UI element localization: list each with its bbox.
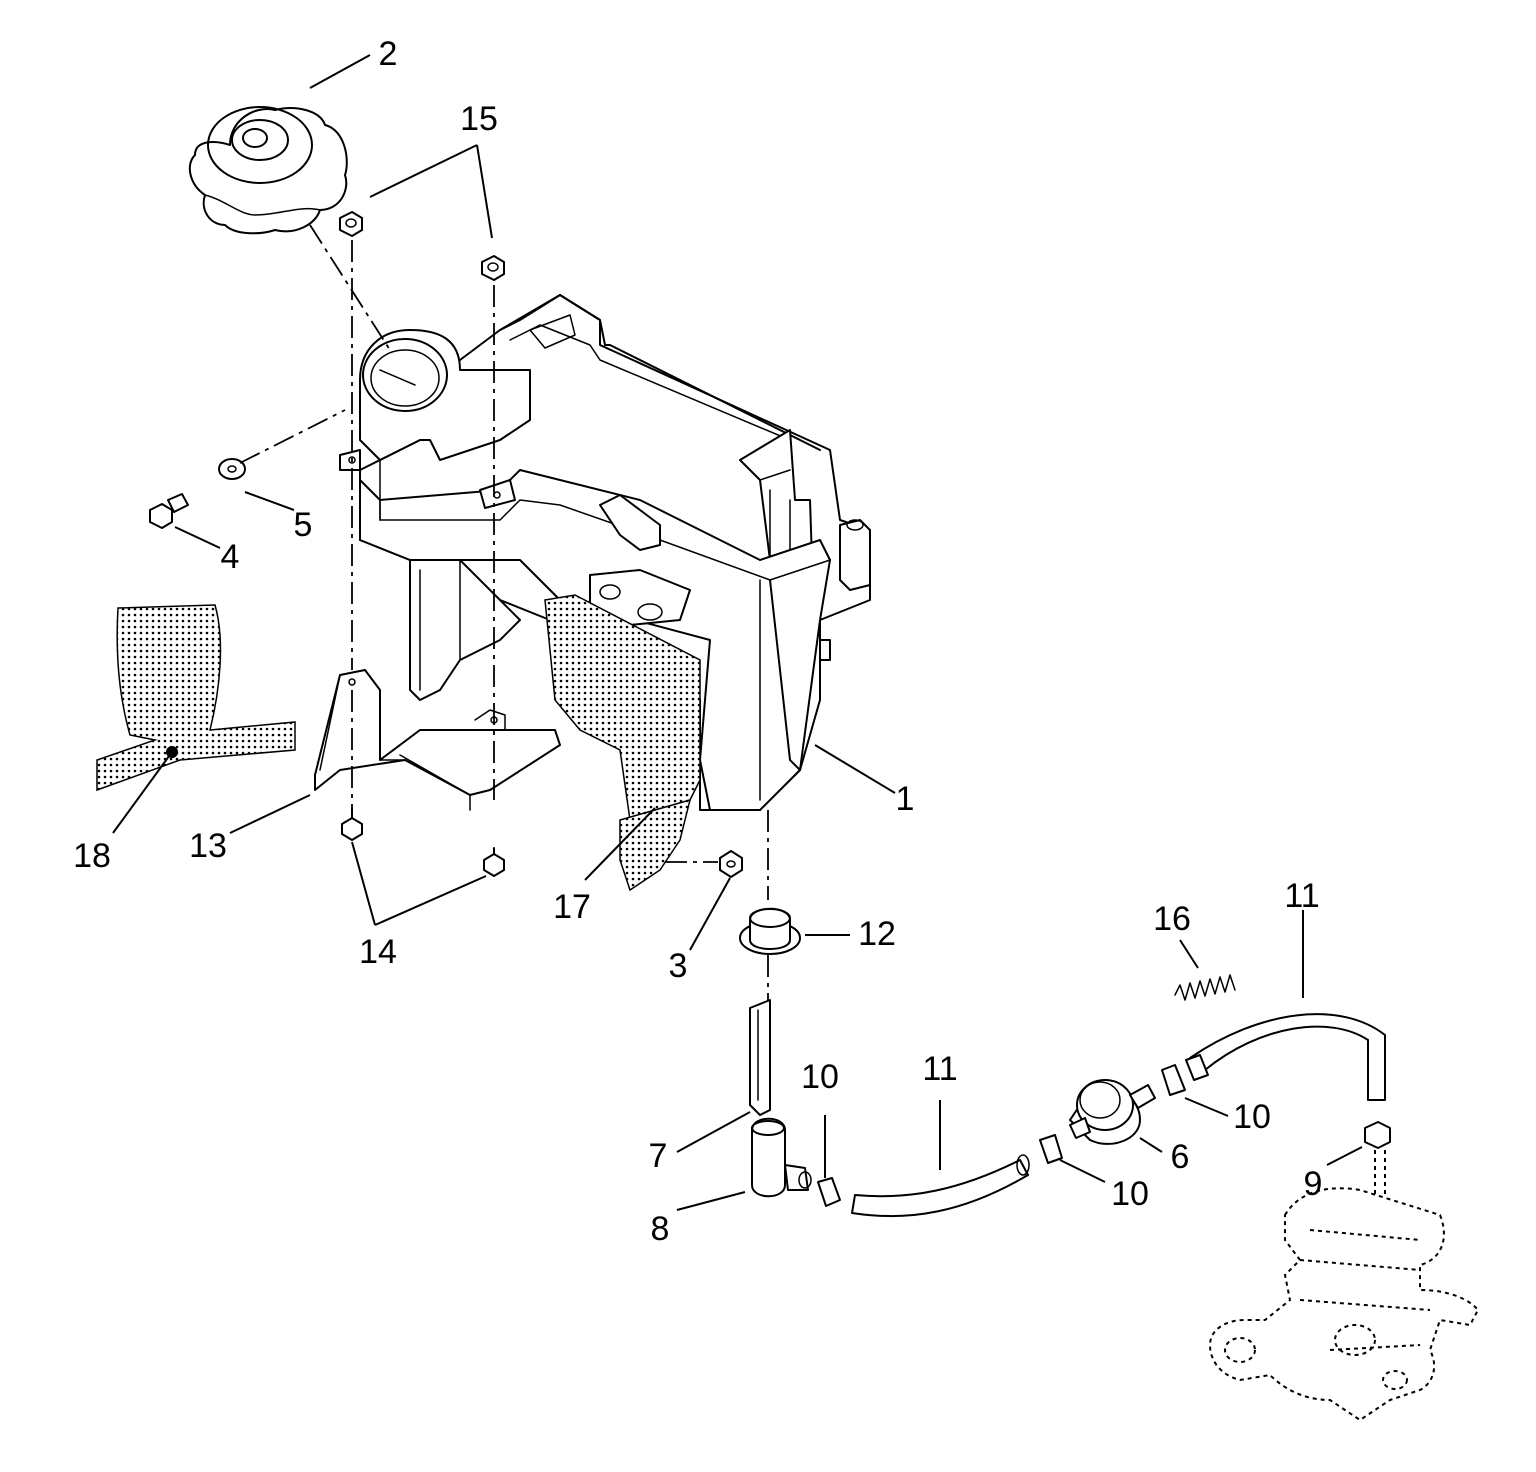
callout-8: 8: [651, 1210, 670, 1248]
callout-10-c: 10: [1233, 1098, 1271, 1136]
callout-12: 12: [858, 915, 896, 953]
check-valve-6: [1069, 1079, 1156, 1145]
bolt-4: [149, 493, 189, 529]
insulation-pad-17-tail: [619, 798, 692, 892]
callout-2: 2: [379, 35, 398, 73]
nut-15-left: [339, 211, 363, 237]
grommet-12: [739, 907, 801, 955]
callout-9: 9: [1304, 1165, 1323, 1203]
hose-11-upper: [1189, 1013, 1386, 1101]
callout-14: 14: [359, 933, 397, 971]
callout-labels: 1 2 3 4 5 6 7 8 9 10 10 10 10 11 11 12 1…: [73, 35, 1322, 1248]
callout-3: 3: [669, 947, 688, 985]
callout-11-a: 11: [922, 1050, 957, 1088]
filler-cap: [188, 106, 348, 235]
fitting-9: [1364, 1121, 1391, 1149]
callout-13: 13: [189, 827, 227, 865]
assembly-lines: [239, 224, 769, 1000]
callout-16: 16: [1153, 900, 1191, 938]
clamp-10-b: [1039, 1134, 1063, 1164]
callout-7: 7: [649, 1137, 668, 1175]
clamp-10-c: [1161, 1064, 1186, 1096]
washer-5: [218, 458, 246, 480]
reservoir-tank: [339, 294, 871, 811]
nut-3: [719, 850, 743, 878]
callout-4: 4: [221, 538, 240, 576]
callout-5: 5: [294, 506, 313, 544]
spring-16: [1174, 974, 1236, 1001]
phantom-component: [1208, 1150, 1480, 1422]
screw-14-right: [483, 847, 505, 877]
washer-pump: [749, 999, 812, 1198]
callout-18: 18: [73, 837, 111, 875]
callout-10-a: 10: [801, 1058, 839, 1096]
hose-11-lower: [851, 1159, 1029, 1218]
nut-15-right: [481, 255, 505, 281]
leader-lines: [112, 54, 1363, 1211]
callout-1: 1: [896, 780, 915, 818]
callout-10-b: 10: [1111, 1175, 1149, 1213]
callout-15: 15: [460, 100, 498, 138]
clamp-10-a: [817, 1177, 841, 1207]
callout-11-b: 11: [1284, 877, 1319, 915]
callout-6: 6: [1171, 1138, 1190, 1176]
clamp-10-d: [1185, 1054, 1209, 1081]
screw-14-left: [341, 807, 363, 841]
callout-17: 17: [553, 888, 591, 926]
adhesive-pad-18: [96, 604, 296, 792]
